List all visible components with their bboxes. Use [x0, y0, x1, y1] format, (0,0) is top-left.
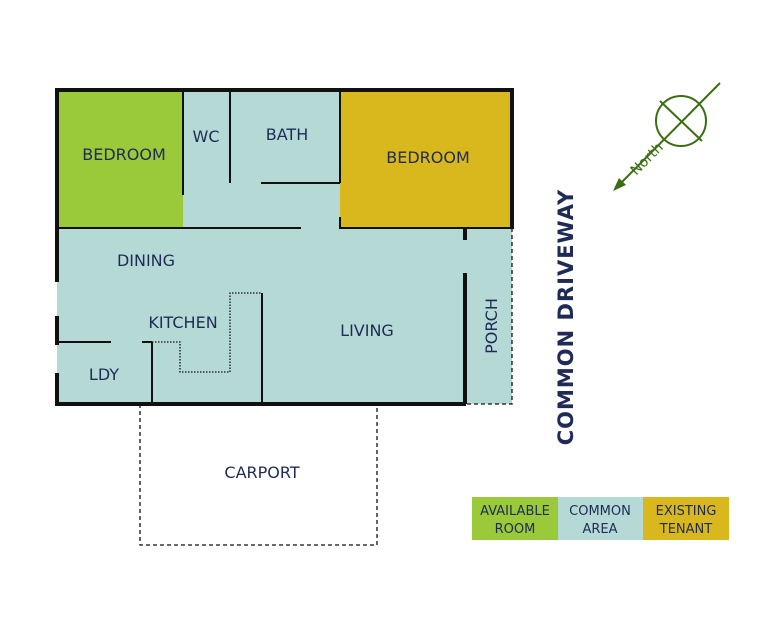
- room-label-bedroom-available: BEDROOM: [82, 145, 166, 164]
- legend-common-line1: COMMON: [569, 504, 631, 519]
- available-bedroom-fill: [57, 90, 183, 228]
- driveway-label: COMMON DRIVEWAY: [554, 189, 578, 445]
- room-label-wc: WC: [193, 127, 220, 146]
- legend-swatch-tenant: [643, 497, 729, 540]
- room-label-bedroom-tenant: BEDROOM: [386, 148, 470, 167]
- legend-swatch-available: [472, 497, 558, 540]
- room-label-porch: PORCH: [482, 298, 501, 354]
- tenant-bedroom-fill: [340, 90, 512, 228]
- north-compass-icon: [613, 82, 721, 191]
- north-label: North: [628, 140, 667, 179]
- legend-tenant-line2: TENANT: [659, 522, 712, 537]
- room-label-living: LIVING: [340, 321, 394, 340]
- legend-swatch-common: [558, 497, 643, 540]
- room-label-laundry: LDY: [89, 365, 119, 384]
- legend-available-line2: ROOM: [495, 522, 536, 537]
- room-label-carport: CARPORT: [224, 463, 299, 482]
- legend-available-line1: AVAILABLE: [480, 504, 550, 519]
- walls: [55, 88, 514, 546]
- legend: AVAILABLE ROOM COMMON AREA EXISTING TENA…: [472, 497, 729, 540]
- room-label-kitchen: KITCHEN: [148, 313, 217, 332]
- legend-tenant-line1: EXISTING: [656, 504, 717, 519]
- legend-common-line2: AREA: [582, 522, 617, 537]
- room-label-bath: BATH: [266, 125, 308, 144]
- room-label-dining: DINING: [117, 251, 175, 270]
